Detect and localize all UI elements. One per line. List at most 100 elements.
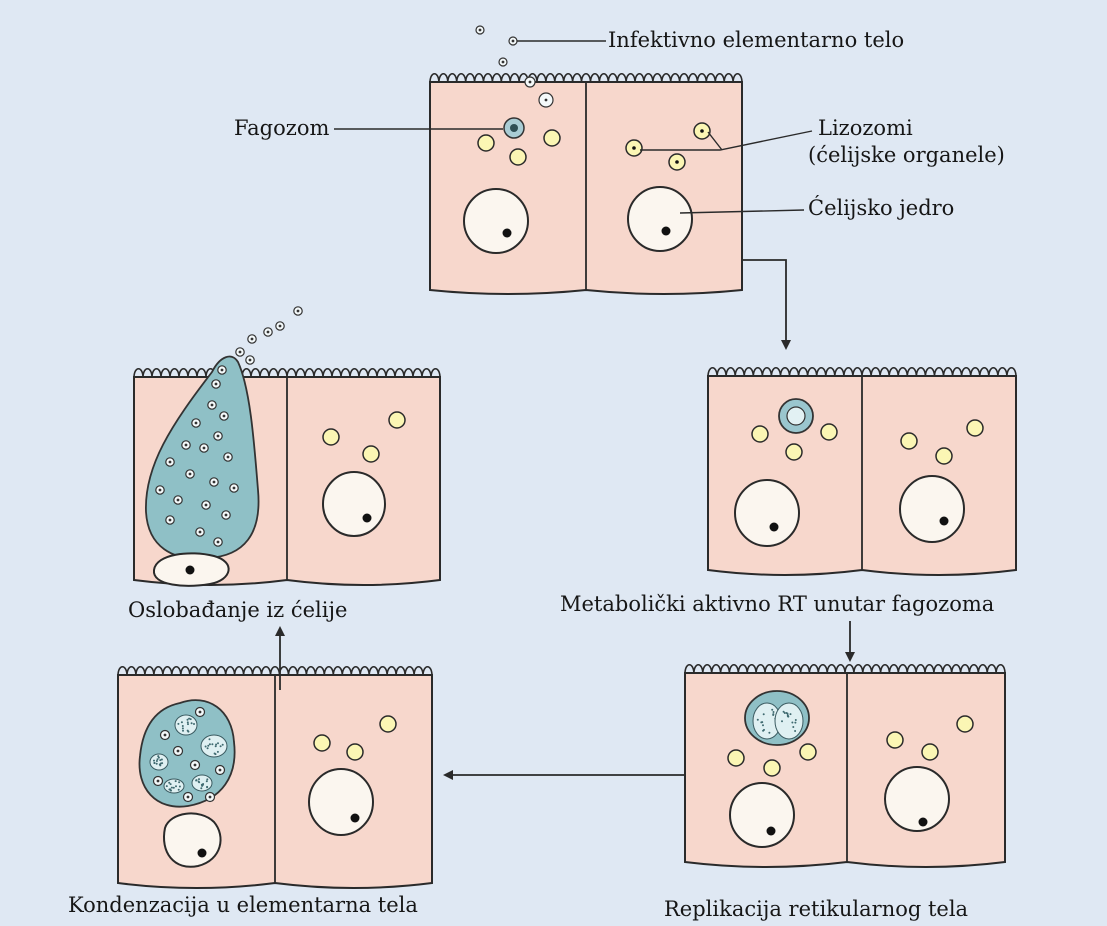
label-infective-elementary-body: Infektivno elementarno telo <box>608 28 904 52</box>
stage-condensation <box>118 667 432 888</box>
lysosome <box>544 130 560 146</box>
label-cell-nucleus: Ćelijsko jedro <box>808 196 954 220</box>
elementary-body-core <box>169 461 172 464</box>
reticulate-granule <box>182 730 184 732</box>
elementary-body-core <box>209 796 212 799</box>
reticulate-granule <box>187 723 189 725</box>
reticulate-granule <box>211 743 213 745</box>
stage-release <box>134 307 440 586</box>
lysosome <box>478 135 494 151</box>
lysosome <box>314 735 330 751</box>
nucleolus <box>770 523 779 532</box>
reticulate-granule <box>771 709 773 711</box>
nucleus <box>730 783 794 847</box>
microvilli <box>708 368 1016 376</box>
microvilli <box>134 369 440 377</box>
nucleus <box>323 472 385 536</box>
nucleolus <box>186 566 195 575</box>
reticulate-granule <box>790 713 792 715</box>
elementary-body-core <box>211 404 214 407</box>
reticulate-granule <box>217 751 219 753</box>
reticulate-granule <box>158 757 160 759</box>
reticulate-granule <box>156 760 158 762</box>
reticulate-granule <box>206 780 208 782</box>
elementary-body-core <box>233 487 236 490</box>
reticulate-granule <box>198 781 200 783</box>
elementary-body-core <box>187 796 190 799</box>
elementary-body-core <box>251 338 254 341</box>
reticulate-granule <box>761 721 763 723</box>
elementary-body-core <box>529 81 532 84</box>
microvilli <box>685 665 1005 673</box>
nucleolus <box>351 814 360 823</box>
reticulate-granule <box>168 782 170 784</box>
reticulate-granule <box>209 743 211 745</box>
phagosome-elementary-body <box>510 124 518 132</box>
reticulate-granule <box>153 760 155 762</box>
elementary-body-core <box>239 351 242 354</box>
reticulate-granule <box>794 730 796 732</box>
elementary-body-core <box>203 447 206 450</box>
lysosome <box>901 433 917 449</box>
lysosome-dot <box>700 129 704 133</box>
reticulate-granule <box>215 744 217 746</box>
reticulate-granule <box>795 719 797 721</box>
elementary-body-core <box>199 531 202 534</box>
reticulate-granule <box>191 722 193 724</box>
reticulate-granule <box>220 745 222 747</box>
label-replication: Replikacija retikularnog tela <box>664 897 968 921</box>
elementary-body-core <box>169 519 172 522</box>
reticulate-granule <box>772 714 774 716</box>
reticulate-body <box>787 407 805 425</box>
reticulate-granule <box>222 744 224 746</box>
reticulate-granule <box>168 789 170 791</box>
reticulate-granule <box>768 732 770 734</box>
reticulate-granule <box>175 780 177 782</box>
reticulate-granule <box>177 723 179 725</box>
reticulate-body <box>175 715 197 735</box>
reticulate-granule <box>157 758 159 760</box>
reticulate-granule <box>202 784 204 786</box>
arrow-infection-to-rt <box>742 260 786 348</box>
nucleus <box>164 813 221 866</box>
reticulate-granule <box>763 713 765 715</box>
elementary-body-core <box>512 40 515 43</box>
elementary-body-core <box>205 504 208 507</box>
microvilli <box>118 667 432 675</box>
elementary-body-core <box>199 711 202 714</box>
reticulate-granule <box>161 762 163 764</box>
reticulate-granule <box>182 725 184 727</box>
lysosome <box>887 732 903 748</box>
reticulate-granule <box>773 711 775 713</box>
reticulate-granule <box>161 759 163 761</box>
reticulate-body <box>775 703 803 739</box>
reticulate-granule <box>207 747 209 749</box>
lysosome-dot <box>675 160 679 164</box>
stage-metabolically-active-rt <box>708 368 1016 575</box>
reticulate-granule <box>792 726 794 728</box>
label-phagosome: Fagozom <box>234 116 329 140</box>
reticulate-granule <box>207 745 209 747</box>
elementary-body-core <box>221 369 224 372</box>
reticulate-granule <box>171 787 173 789</box>
reticulate-granule <box>762 724 764 726</box>
nucleus <box>900 476 964 542</box>
lysosome <box>728 750 744 766</box>
nucleolus <box>940 517 949 526</box>
nucleus <box>309 769 373 835</box>
reticulate-granule <box>179 786 181 788</box>
nucleus <box>885 767 949 831</box>
reticulate-granule <box>217 742 219 744</box>
elementary-body-core <box>249 359 252 362</box>
reticulate-granule <box>187 719 189 721</box>
lysosome <box>389 412 405 428</box>
reticulate-granule <box>787 715 789 717</box>
reticulate-granule <box>215 745 217 747</box>
reticulate-granule <box>159 764 161 766</box>
reticulate-granule <box>762 730 764 732</box>
reticulate-granule <box>206 786 208 788</box>
elementary-body-core <box>157 780 160 783</box>
label-release-from-cell: Oslobađanje iz ćelije <box>128 598 347 622</box>
